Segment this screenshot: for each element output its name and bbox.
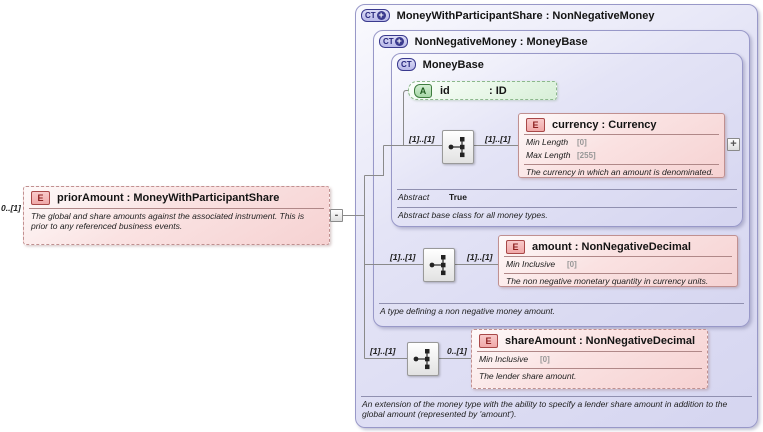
cardinality-amount: [1]..[1]: [467, 252, 493, 262]
element-title: priorAmount : MoneyWithParticipantShare: [57, 192, 280, 204]
complextype-title: NonNegativeMoney : MoneyBase: [414, 35, 588, 48]
element-prioramount-box[interactable]: E priorAmount : MoneyWithParticipantShar…: [23, 186, 330, 245]
element-title-row: E currency : Currency: [519, 114, 724, 134]
divider: [379, 303, 744, 304]
complextype-annotation: A type defining a non negative money amo…: [380, 306, 555, 316]
facet-value: [0]: [577, 138, 587, 147]
divider: [524, 164, 719, 165]
element-badge-icon: E: [526, 118, 545, 132]
element-badge-icon: E: [479, 334, 498, 348]
divider: [397, 189, 737, 190]
sequence-glyph-icon: [429, 255, 446, 276]
element-amount-box[interactable]: E amount : NonNegativeDecimal Min Inclus…: [498, 235, 738, 287]
element-annotation: The non negative monetary quantity in cu…: [506, 276, 709, 286]
facet-name: Min Inclusive: [479, 354, 529, 364]
complextype-nonnegativemoney-header[interactable]: CT + NonNegativeMoney : MoneyBase: [379, 35, 588, 48]
cardinality-root-seq-left: [1]..[1]: [370, 346, 396, 356]
facet-name: Min Length: [526, 137, 569, 147]
cardinality-moneybase-seq-left: [1]..[1]: [409, 134, 435, 144]
element-title: amount : NonNegativeDecimal: [532, 241, 691, 253]
complextype-moneybase-header[interactable]: CT MoneyBase: [397, 58, 484, 71]
sequence-glyph-icon: [448, 137, 465, 158]
sequence-glyph-icon: [413, 349, 430, 370]
facet-row: Min Inclusive [0]: [499, 257, 737, 271]
cardinality-prioramount: 0..[1]: [1, 203, 21, 213]
derivation-plus-icon: +: [376, 10, 386, 20]
element-currency-box[interactable]: E currency : Currency Min Length [0] Max…: [518, 113, 725, 178]
complextype-annotation: Abstract base class for all money types.: [398, 210, 548, 220]
cardinality-shareamount: 0..[1]: [447, 346, 467, 356]
attribute-badge-icon: A: [414, 83, 432, 98]
divider: [29, 208, 324, 209]
abstract-facet-row: Abstract True: [398, 192, 467, 202]
attribute-type: : ID: [489, 84, 507, 97]
facet-name: Min Inclusive: [506, 259, 556, 269]
element-badge-icon: E: [31, 191, 50, 205]
divider: [477, 351, 702, 352]
facet-name: Max Length: [526, 150, 571, 160]
element-title: shareAmount : NonNegativeDecimal: [505, 335, 696, 347]
element-title-row: E priorAmount : MoneyWithParticipantShar…: [24, 187, 329, 208]
expand-button[interactable]: +: [727, 138, 740, 151]
element-shareamount-box[interactable]: E shareAmount : NonNegativeDecimal Min I…: [471, 329, 708, 389]
element-annotation: The global and share amounts against the…: [31, 211, 305, 231]
ct-badge-label: CT: [401, 60, 412, 69]
facet-value: [0]: [540, 355, 550, 364]
element-annotation: The currency in which an amount is denom…: [526, 167, 714, 177]
facet-value: True: [449, 192, 467, 202]
complextype-icon: CT +: [361, 9, 390, 22]
facet-row: Max Length [255]: [519, 149, 724, 162]
sequence-compositor-icon-nonnegativemoney[interactable]: [423, 248, 455, 282]
sequence-compositor-icon-moneybase[interactable]: [442, 130, 474, 164]
facet-name: Abstract: [398, 192, 430, 202]
element-badge-icon: E: [506, 240, 525, 254]
complextype-icon: CT: [397, 58, 416, 71]
collapse-button[interactable]: -: [330, 209, 343, 222]
cardinality-nonnegativemoney-seq-left: [1]..[1]: [390, 252, 416, 262]
divider: [524, 134, 719, 135]
cardinality-currency: [1]..[1]: [485, 134, 511, 144]
divider: [397, 207, 737, 208]
facet-value: [0]: [567, 260, 577, 269]
sequence-compositor-icon-root[interactable]: [407, 342, 439, 376]
complextype-title: MoneyBase: [422, 58, 484, 71]
element-title: currency : Currency: [552, 119, 657, 131]
complextype-moneywithparticipantshare-header[interactable]: CT + MoneyWithParticipantShare : NonNega…: [361, 9, 655, 22]
attribute-name: id: [440, 84, 450, 97]
element-title-row: E shareAmount : NonNegativeDecimal: [472, 330, 707, 351]
facet-row: Min Length [0]: [519, 135, 724, 149]
complextype-title: MoneyWithParticipantShare : NonNegativeM…: [396, 9, 655, 22]
divider: [504, 273, 732, 274]
divider: [361, 396, 752, 397]
complextype-icon: CT +: [379, 35, 408, 48]
derivation-plus-icon: +: [394, 36, 404, 46]
divider: [477, 368, 702, 369]
divider: [504, 256, 732, 257]
ct-badge-label: CT: [365, 11, 376, 20]
element-title-row: E amount : NonNegativeDecimal: [499, 236, 737, 256]
element-annotation: The lender share amount.: [479, 371, 577, 381]
complextype-annotation: An extension of the money type with the …: [362, 399, 728, 419]
ct-badge-label: CT: [383, 37, 394, 46]
attribute-id-box[interactable]: A id : ID: [408, 81, 557, 100]
facet-row: Min Inclusive [0]: [472, 352, 707, 366]
facet-value: [255]: [577, 151, 596, 160]
